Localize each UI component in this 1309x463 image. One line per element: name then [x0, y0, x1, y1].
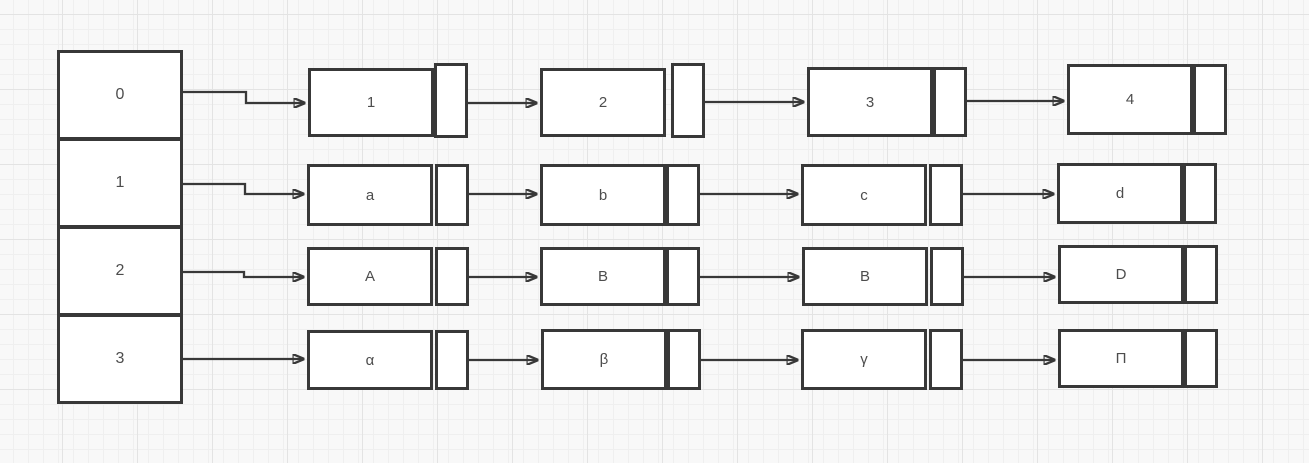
node-pointer-cell: [435, 330, 469, 390]
node-pointer-cell: [434, 63, 468, 138]
node-value-cell: D: [1058, 245, 1184, 304]
list-node-3-2[interactable]: γ: [801, 329, 963, 390]
node-pointer-cell: [435, 247, 469, 306]
node-value-cell: B: [540, 247, 666, 306]
arrow-bucket0-to-node[interactable]: [183, 90, 304, 103]
node-label: Π: [1115, 350, 1127, 367]
node-pointer-cell: [1184, 245, 1218, 304]
bucket-label: 2: [115, 262, 125, 279]
node-pointer-cell: [930, 247, 964, 306]
node-label: α: [365, 351, 375, 369]
bucket-cell-3[interactable]: 3: [57, 314, 183, 404]
node-label: c: [860, 186, 868, 204]
list-node-1-1[interactable]: b: [540, 164, 700, 226]
list-node-3-3[interactable]: Π: [1058, 329, 1218, 388]
node-value-cell: 4: [1067, 64, 1193, 135]
node-value-cell: 3: [807, 67, 933, 137]
node-label: A: [364, 268, 375, 285]
bucket-array: 0 1 2 3: [57, 50, 183, 404]
node-value-cell: Π: [1058, 329, 1184, 388]
bucket-cell-0[interactable]: 0: [57, 50, 183, 140]
node-value-cell: a: [307, 164, 433, 226]
bucket-label: 3: [115, 350, 125, 367]
list-node-0-2[interactable]: 3: [807, 67, 967, 137]
node-value-cell: A: [307, 247, 433, 306]
list-node-1-0[interactable]: a: [307, 164, 469, 226]
node-pointer-cell: [667, 329, 701, 390]
node-label: β: [599, 351, 609, 368]
node-value-cell: 2: [540, 68, 666, 137]
node-label: B: [859, 268, 870, 285]
node-label: d: [1115, 185, 1125, 202]
node-pointer-cell: [929, 164, 963, 226]
bucket-cell-1[interactable]: 1: [57, 138, 183, 228]
bucket-label: 1: [115, 174, 125, 191]
node-label: 3: [865, 93, 875, 111]
node-value-cell: d: [1057, 163, 1183, 224]
list-node-1-3[interactable]: d: [1057, 163, 1217, 224]
node-pointer-cell: [435, 164, 469, 226]
arrow-bucket1-to-node[interactable]: [183, 182, 303, 194]
list-node-2-1[interactable]: B: [540, 247, 700, 306]
node-pointer-cell: [1183, 163, 1217, 224]
node-label: 2: [598, 94, 608, 111]
node-value-cell: B: [802, 247, 928, 306]
node-label: D: [1115, 266, 1127, 283]
node-pointer-cell: [666, 247, 700, 306]
node-value-cell: β: [541, 329, 667, 390]
list-node-0-0[interactable]: 1: [308, 63, 468, 138]
node-label: b: [598, 186, 608, 204]
bucket-cell-2[interactable]: 2: [57, 226, 183, 316]
node-pointer-cell: [1193, 64, 1227, 135]
list-node-0-3[interactable]: 4: [1067, 64, 1227, 135]
node-value-cell: γ: [801, 329, 927, 390]
node-label: γ: [860, 351, 868, 368]
node-label: B: [597, 268, 608, 285]
node-value-cell: b: [540, 164, 666, 226]
node-label: 1: [366, 94, 376, 111]
node-pointer-cell: [933, 67, 967, 137]
arrow-bucket2-to-node[interactable]: [183, 270, 303, 277]
list-node-0-1[interactable]: 2: [540, 63, 705, 138]
node-label: a: [365, 186, 375, 204]
node-value-cell: 1: [308, 68, 434, 137]
list-node-3-1[interactable]: β: [541, 329, 701, 390]
node-value-cell: c: [801, 164, 927, 226]
node-pointer-cell: [671, 63, 705, 138]
list-node-1-2[interactable]: c: [801, 164, 963, 226]
node-pointer-cell: [929, 329, 963, 390]
bucket-label: 0: [115, 86, 125, 103]
node-value-cell: α: [307, 330, 433, 390]
list-node-3-0[interactable]: α: [307, 330, 469, 390]
node-pointer-cell: [1184, 329, 1218, 388]
node-pointer-cell: [666, 164, 700, 226]
list-node-2-3[interactable]: D: [1058, 245, 1218, 304]
node-label: 4: [1125, 91, 1135, 108]
list-node-2-2[interactable]: B: [802, 247, 964, 306]
list-node-2-0[interactable]: A: [307, 247, 469, 306]
